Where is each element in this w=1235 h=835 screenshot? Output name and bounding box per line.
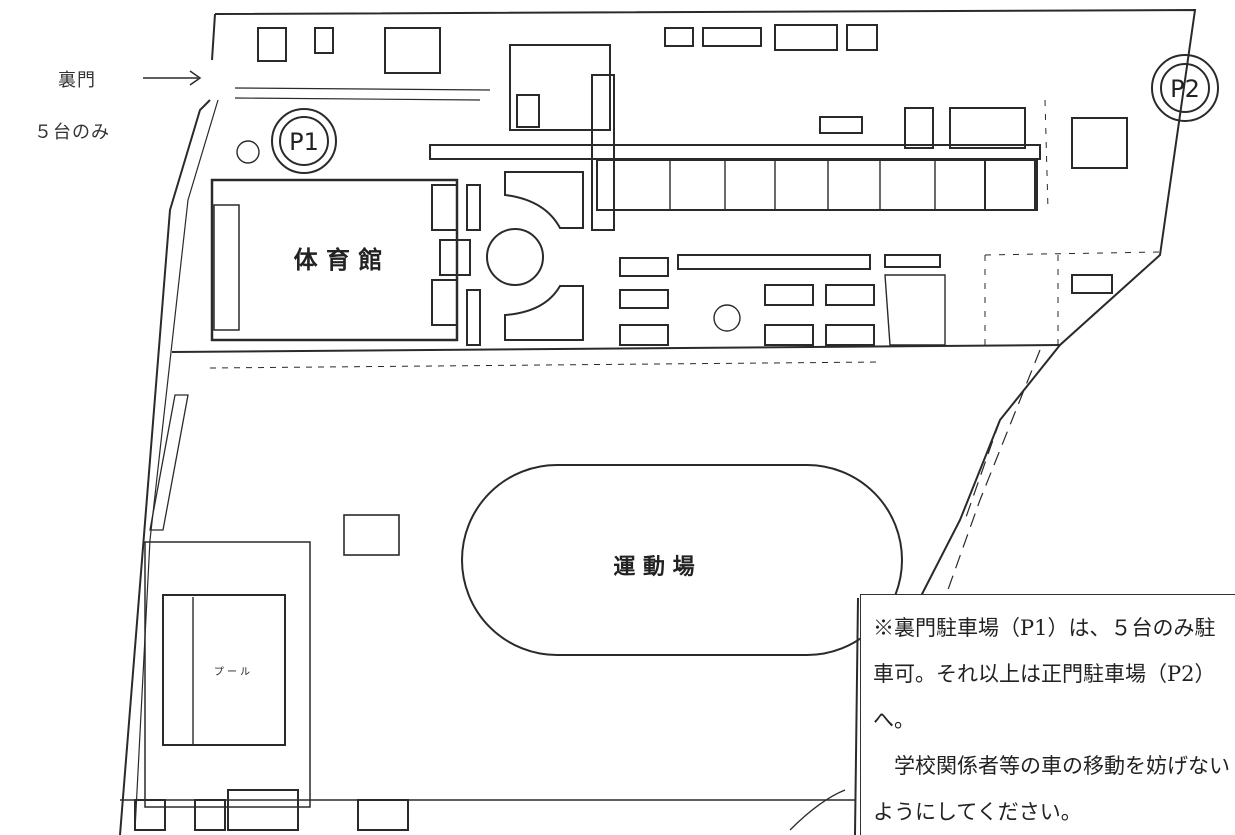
- parking-notice: ※裏門駐車場（P1）は、５台のみ駐車可。それ以上は正門駐車場（P2）へ。 学校関…: [860, 594, 1235, 835]
- central-road-dash: [209, 361, 881, 369]
- gymnasium-label: 体 育 館: [294, 246, 383, 274]
- p1-ring-outer: [271, 108, 337, 174]
- classroom-dividers: [669, 160, 986, 210]
- notice-line-2: 学校関係者等の車の移動を妨げないようにしてください。: [873, 754, 1230, 824]
- courtyard-bar-left: [466, 289, 481, 346]
- notice-line-1: ※裏門駐車場（P1）は、５台のみ駐車可。それ以上は正門駐車場（P2）へ。: [873, 616, 1216, 732]
- gym-side-room: [431, 184, 458, 231]
- garden-5: [825, 284, 875, 306]
- south-block-3: [227, 789, 299, 831]
- pool-basin: [162, 594, 286, 746]
- garden-4: [764, 284, 814, 306]
- courtyard-se: [504, 285, 584, 341]
- p2-ring-inner: [1160, 63, 1210, 113]
- south-block-2: [194, 799, 226, 831]
- garden-6: [764, 324, 814, 346]
- north-block-o: [1071, 274, 1113, 294]
- south-block-4: [357, 799, 409, 831]
- courtyard-bar-left-top: [466, 184, 481, 231]
- field-shed: [343, 514, 400, 556]
- north-block-f: [664, 27, 694, 47]
- gym-entrance: [439, 239, 471, 276]
- garden-3: [619, 324, 669, 346]
- garden-1: [619, 257, 669, 277]
- north-block-k: [904, 107, 934, 149]
- north-block-a: [509, 44, 611, 131]
- east-road: [944, 349, 1041, 599]
- east-dashes: [984, 99, 1161, 345]
- garden-8: [884, 254, 941, 268]
- north-block-m: [1071, 117, 1128, 169]
- north-block-l: [949, 107, 1026, 149]
- north-block-d: [257, 27, 287, 62]
- campus-boundary-inner: [134, 99, 219, 831]
- north-block-h: [774, 24, 838, 51]
- courtyard-ne: [504, 171, 584, 229]
- corridor: [429, 144, 1041, 160]
- gym-side-room-2: [431, 279, 458, 326]
- central-road: [171, 344, 1061, 353]
- p2-label: P2: [1170, 75, 1200, 103]
- field-label: 運 動 場: [613, 555, 694, 580]
- north-block-e: [314, 27, 334, 54]
- back-gate-arrow-head: [189, 70, 202, 86]
- classroom-wing: [596, 159, 1038, 211]
- field-track: [461, 464, 903, 656]
- courtyard-circle: [486, 228, 544, 286]
- east-lawn: [884, 274, 946, 346]
- pool-label: プ ー ル: [214, 666, 250, 678]
- gymnasium-stage: [213, 204, 240, 331]
- north-block-n: [984, 159, 1036, 211]
- west-strip: [149, 394, 189, 531]
- pond: [713, 304, 741, 332]
- south-block-1: [134, 799, 166, 831]
- garden-long: [677, 254, 871, 270]
- north-block-c: [384, 27, 441, 74]
- p1-label: P1: [289, 128, 319, 156]
- tree-circle: [236, 140, 260, 164]
- garden-7: [825, 324, 875, 346]
- garden-2: [619, 289, 669, 309]
- north-block-b: [516, 94, 540, 128]
- north-path: [234, 87, 491, 101]
- p1-ring-inner: [279, 116, 329, 166]
- north-block-g: [702, 27, 762, 47]
- back-gate-label: 裏門: [58, 70, 96, 91]
- gymnasium-building: [210, 178, 459, 342]
- p2-ring-outer: [1151, 54, 1219, 122]
- back-gate-limit: ５台のみ: [34, 122, 110, 143]
- north-block-i: [846, 24, 878, 51]
- connector-block: [591, 74, 615, 231]
- north-block-j: [819, 116, 863, 134]
- south-curve: [789, 789, 846, 831]
